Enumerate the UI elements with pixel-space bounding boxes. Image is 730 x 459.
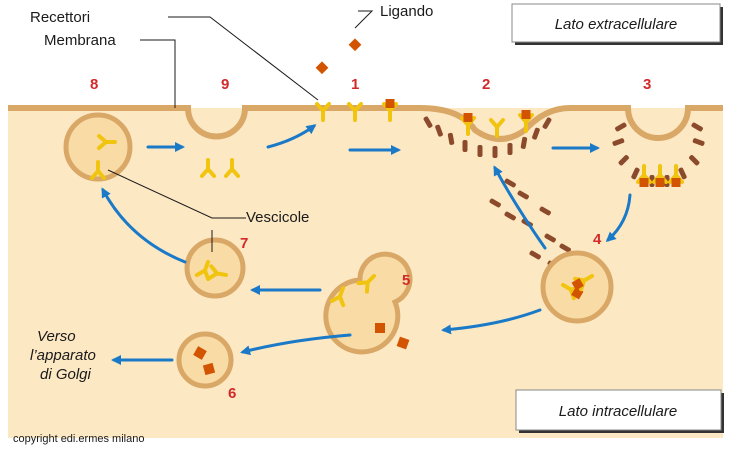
receptors-label: Recettori <box>30 9 90 26</box>
extracellular-label: Lato extracellulare <box>555 16 678 33</box>
golgi-line-1: Verso <box>37 328 76 345</box>
step-9: 9 <box>221 76 229 93</box>
membrane-label: Membrana <box>44 32 116 49</box>
vesicle-5 <box>323 251 413 355</box>
golgi-line-2: l’apparato <box>30 347 96 364</box>
step-4: 4 <box>593 231 602 248</box>
step-3: 3 <box>643 76 651 93</box>
copyright-text: copyright edi.ermes milano <box>13 433 144 445</box>
step-8: 8 <box>90 76 98 93</box>
leader-lines <box>107 10 374 252</box>
step-7: 7 <box>240 235 248 252</box>
ligand-label: Ligando <box>380 3 433 20</box>
vesicle-5-contents <box>329 272 410 350</box>
step-5: 5 <box>402 272 410 289</box>
step-6: 6 <box>228 385 236 402</box>
golgi-line-3: di Golgi <box>40 366 92 383</box>
vesicles-label: Vescicole <box>246 209 309 226</box>
vesicle-6-contents <box>193 346 216 376</box>
free-ligand-2 <box>315 61 329 75</box>
free-ligand-1 <box>348 38 362 52</box>
receptors-step-3 <box>636 164 684 189</box>
intracellular-label: Lato intracellulare <box>559 403 677 420</box>
cell-membrane <box>8 105 723 142</box>
flow-arrows <box>101 124 632 365</box>
step-1: 1 <box>351 76 359 93</box>
vesicle-6 <box>176 331 234 389</box>
step-2: 2 <box>482 76 490 93</box>
